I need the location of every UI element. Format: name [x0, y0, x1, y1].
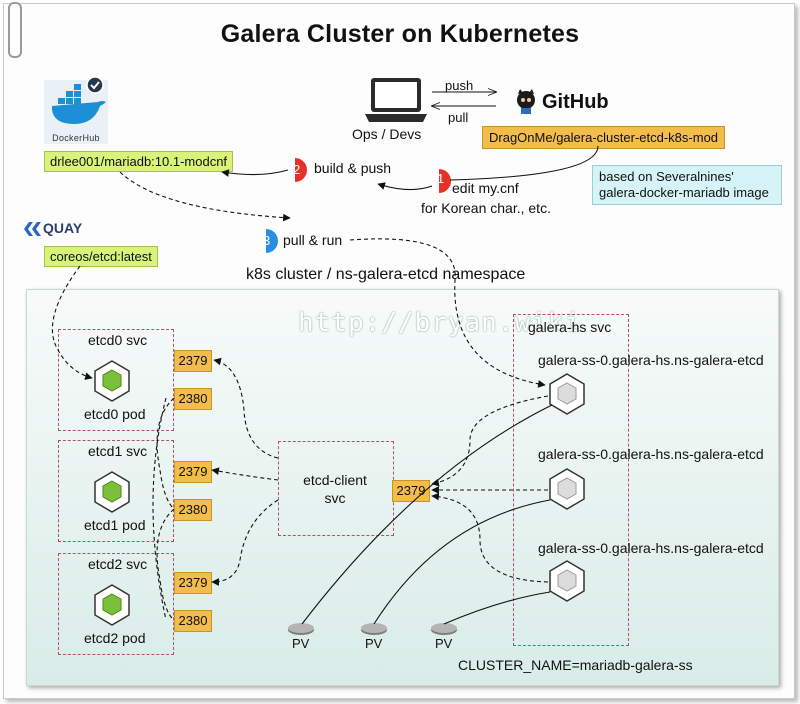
- galera-pod-0-icon: [549, 373, 585, 415]
- paperclip-icon: [8, 2, 22, 58]
- push-label: push: [445, 78, 474, 93]
- docker-whale-icon: [52, 84, 106, 124]
- galera-pod-1-icon: [549, 468, 585, 510]
- galera-pod-2-icon: [549, 560, 585, 602]
- etcd1-svc-label: etcd1 svc: [88, 443, 148, 459]
- github-logo: GitHub: [542, 91, 609, 113]
- pv-1-disk-icon: [361, 623, 387, 635]
- etcd1-pod-icon: [94, 471, 130, 513]
- etcd1-client-port: 2379: [174, 461, 212, 483]
- dockerhub-logo-text: DockerHub: [52, 133, 100, 143]
- pv-1-label: PV: [365, 636, 383, 651]
- step-3-number: 3: [263, 233, 271, 248]
- etcd0-client-port: 2379: [174, 350, 212, 372]
- github-repo-box: DragOnMe/galera-cluster-etcd-k8s-mod: [482, 126, 726, 149]
- etcd2-svc-label: etcd2 svc: [88, 556, 148, 572]
- octocat-icon: [517, 89, 535, 114]
- laptop-icon: [365, 78, 427, 122]
- watermark: http://bryan.wiki: [298, 308, 582, 338]
- diagram-title: Galera Cluster on Kubernetes: [220, 20, 580, 48]
- etcd0-pod-icon: [94, 360, 130, 402]
- etcd-client-svc-label-1: etcd-client: [303, 472, 367, 488]
- galera-pod-0-label: galera-ss-0.galera-hs.ns-galera-etcd: [538, 352, 764, 368]
- dockerhub-image-box: drlee001/mariadb:10.1-modcnf: [44, 151, 234, 172]
- quay-logo-text: QUAY: [43, 220, 83, 236]
- etcd2-svc-box: [58, 553, 174, 655]
- pull-label: pull: [448, 110, 469, 125]
- note-line-2: galera-docker-mariadb image: [599, 185, 769, 200]
- step-3-label: pull & run: [283, 232, 343, 248]
- etcd-client-port: 2379: [392, 480, 430, 502]
- pv-2-label: PV: [435, 636, 453, 651]
- etcd2-pod-icon: [94, 584, 130, 626]
- etcd2-client-port: 2379: [174, 572, 212, 594]
- etcd2-pod-label: etcd2 pod: [84, 630, 146, 646]
- etcd0-pod-label: etcd0 pod: [84, 406, 146, 422]
- galera-hs-svc-label: galera-hs svc: [528, 319, 612, 335]
- etcd1-pod-label: etcd1 pod: [84, 517, 146, 533]
- step-2-number: 2: [293, 162, 301, 177]
- etcd0-svc-label: etcd0 svc: [88, 332, 148, 348]
- step-2-label: build & push: [314, 160, 392, 176]
- etcd0-svc-box: [58, 329, 174, 431]
- pv-0-disk-icon: [288, 623, 314, 635]
- quay-logo-icon: [24, 222, 41, 236]
- cluster-label: k8s cluster / ns-galera-etcd namespace: [246, 266, 526, 283]
- etcd-client-svc-label-2: svc: [324, 490, 346, 506]
- etcd1-svc-box: [58, 440, 174, 542]
- pv-0-label: PV: [292, 636, 310, 651]
- step-2-marker-icon: [295, 158, 307, 182]
- step-1-marker-icon: [439, 169, 451, 193]
- ops-devs-label: Ops / Devs: [352, 126, 422, 142]
- step-3-marker-icon: [266, 229, 278, 253]
- etcd1-peer-port: 2380: [174, 499, 212, 521]
- verified-check-icon: [86, 76, 104, 94]
- galera-pod-1-label: galera-ss-0.galera-hs.ns-galera-etcd: [538, 446, 764, 462]
- step-1-number: 1: [437, 171, 445, 186]
- step-1-label-line-2: for Korean char., etc.: [421, 200, 551, 216]
- severalnines-note: based on Severalnines' galera-docker-mar…: [592, 165, 782, 205]
- cluster-name-label: CLUSTER_NAME=mariadb-galera-ss: [458, 657, 693, 673]
- note-line-1: based on Severalnines': [599, 169, 734, 184]
- etcd0-peer-port: 2380: [174, 388, 212, 410]
- quay-image-box: coreos/etcd:latest: [44, 246, 158, 267]
- galera-pod-2-label: galera-ss-0.galera-hs.ns-galera-etcd: [538, 540, 764, 556]
- etcd2-peer-port: 2380: [174, 610, 212, 632]
- galera-hs-svc-box: [513, 314, 629, 646]
- pv-2-disk-icon: [431, 623, 457, 635]
- step-1-label-line-1: edit my.cnf: [452, 180, 519, 196]
